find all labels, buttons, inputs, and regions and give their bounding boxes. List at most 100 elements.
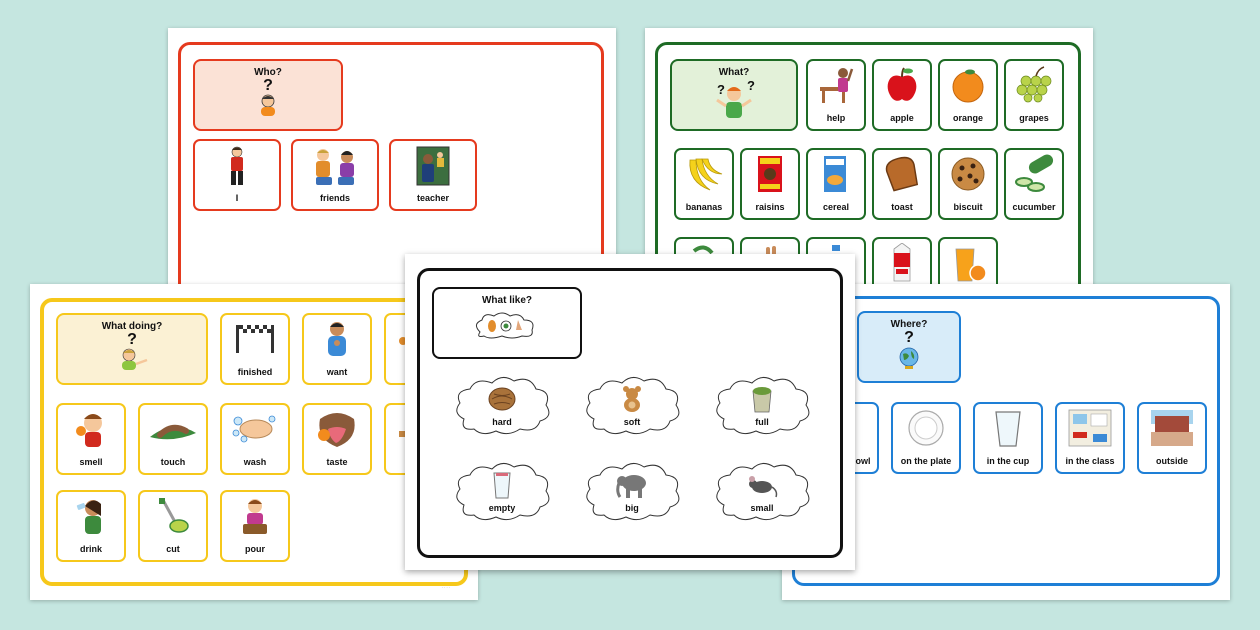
what-card-label: bananas (685, 202, 723, 212)
footer-mark: . . . . (442, 584, 450, 589)
like-frame: What like? hard (417, 268, 843, 558)
where-card-label: in the class (1065, 456, 1115, 466)
what-card-label: raisins (755, 202, 785, 212)
smell-icon (76, 414, 102, 447)
what-card-milk[interactable] (872, 237, 932, 290)
want-icon (328, 322, 346, 356)
what-card-orange[interactable]: orange (938, 59, 998, 131)
what-card-help[interactable]: help (806, 59, 866, 131)
what-card-label: cucumber (1012, 202, 1056, 212)
who-card-teacher[interactable]: teacher (389, 139, 477, 211)
doing-card-label: touch (160, 457, 186, 467)
taste-icon (318, 413, 355, 447)
mouse-icon (749, 476, 778, 498)
what-title-card[interactable]: What? ? ? (670, 59, 798, 131)
doing-title-card[interactable]: What doing? ? (56, 313, 208, 385)
where-sheet: Where? ? owl on the plate (782, 284, 1230, 600)
who-card-label: I (235, 193, 239, 203)
where-card-cup[interactable]: in the cup (973, 402, 1043, 474)
like-cloud-label: small (750, 503, 774, 513)
like-cloud-empty[interactable]: empty (450, 459, 554, 525)
help-icon (820, 68, 854, 103)
what-card-apple[interactable]: apple (872, 59, 932, 131)
question-mark: ? (904, 329, 914, 346)
where-title-card[interactable]: Where? ? (857, 311, 961, 383)
what-card-grapes[interactable]: grapes (1004, 59, 1064, 131)
plate-icon (908, 410, 944, 446)
like-cloud-label: soft (623, 417, 641, 427)
doing-card-taste[interactable]: taste (302, 403, 372, 475)
what-card-biscuit[interactable]: biscuit (938, 148, 998, 220)
doing-card-touch[interactable]: touch (138, 403, 208, 475)
teddy-bear-icon (623, 386, 641, 412)
teacher-icon (416, 146, 450, 186)
biscuit-icon (951, 157, 985, 191)
touch-icon (150, 424, 196, 440)
globe-icon (899, 347, 919, 369)
what-card-bananas[interactable]: bananas (674, 148, 734, 220)
what-card-juice[interactable] (938, 237, 998, 290)
like-cloud-label: full (755, 417, 769, 427)
like-cloud-label: empty (488, 503, 516, 513)
orange-icon (952, 69, 984, 103)
apple-icon (887, 67, 917, 101)
doing-card-label: pour (245, 544, 265, 554)
doing-card-label: want (326, 367, 348, 377)
like-cloud-big[interactable]: big (580, 459, 684, 525)
who-title-card[interactable]: Who? ? (193, 59, 343, 131)
where-title: Where? (890, 319, 928, 330)
toast-icon (885, 156, 919, 192)
what-card-cereal[interactable]: cereal (806, 148, 866, 220)
question-mark: ? (263, 77, 273, 94)
raisins-icon (758, 156, 782, 192)
question-child-icon (261, 94, 275, 116)
like-cloud-soft[interactable]: soft (580, 373, 684, 439)
grapes-icon (1016, 66, 1052, 103)
who-card-label: friends (319, 193, 350, 203)
finish-line-icon (236, 325, 274, 353)
what-card-label: orange (952, 113, 983, 123)
doing-card-wash[interactable]: wash (220, 403, 290, 475)
like-cloud-label: hard (492, 417, 512, 427)
friends-icon (316, 149, 354, 185)
cucumber-icon (1015, 154, 1054, 192)
what-card-cucumber[interactable]: cucumber (1004, 148, 1064, 220)
what-frame: What? ? ? help (655, 42, 1081, 290)
doing-card-cut[interactable]: cut (138, 490, 208, 562)
where-card-plate[interactable]: on the plate (891, 402, 961, 474)
where-card-label: on the plate (900, 456, 952, 466)
doing-card-drink[interactable]: drink (56, 490, 126, 562)
what-card-label: grapes (1019, 113, 1049, 123)
what-card-label: toast (891, 202, 913, 212)
where-card-label: owl (855, 456, 871, 466)
what-card-toast[interactable]: toast (872, 148, 932, 220)
question-child-icon: ? ? (716, 78, 755, 118)
where-card-label: outside (1155, 456, 1188, 466)
who-sheet: Who? ? I (168, 28, 616, 290)
senses-cloud-icon (476, 312, 534, 339)
where-frame: Where? ? owl on the plate (792, 296, 1220, 586)
cut-icon (159, 498, 189, 533)
doing-card-smell[interactable]: smell (56, 403, 126, 475)
doing-card-pour[interactable]: pour (220, 490, 290, 562)
elephant-icon (616, 475, 646, 498)
where-card-class[interactable]: in the class (1055, 402, 1125, 474)
outside-icon (1151, 410, 1193, 446)
what-card-raisins[interactable]: raisins (740, 148, 800, 220)
doing-card-want[interactable]: want (302, 313, 372, 385)
like-title-card[interactable]: What like? (432, 287, 582, 359)
like-cloud-hard[interactable]: hard (450, 373, 554, 439)
who-card-i[interactable]: I (193, 139, 281, 211)
walnut-icon (488, 387, 516, 411)
svg-text:?: ? (747, 78, 755, 93)
who-title: Who? (254, 67, 282, 78)
bottle-icon (832, 245, 840, 251)
doing-card-label: finished (237, 367, 273, 377)
doing-card-finished[interactable]: finished (220, 313, 290, 385)
milk-icon (893, 243, 911, 282)
who-card-friends[interactable]: friends (291, 139, 379, 211)
like-cloud-full[interactable]: full (710, 373, 814, 439)
like-cloud-small[interactable]: small (710, 459, 814, 525)
where-card-outside[interactable]: outside (1137, 402, 1207, 474)
what-card-label: help (826, 113, 846, 123)
